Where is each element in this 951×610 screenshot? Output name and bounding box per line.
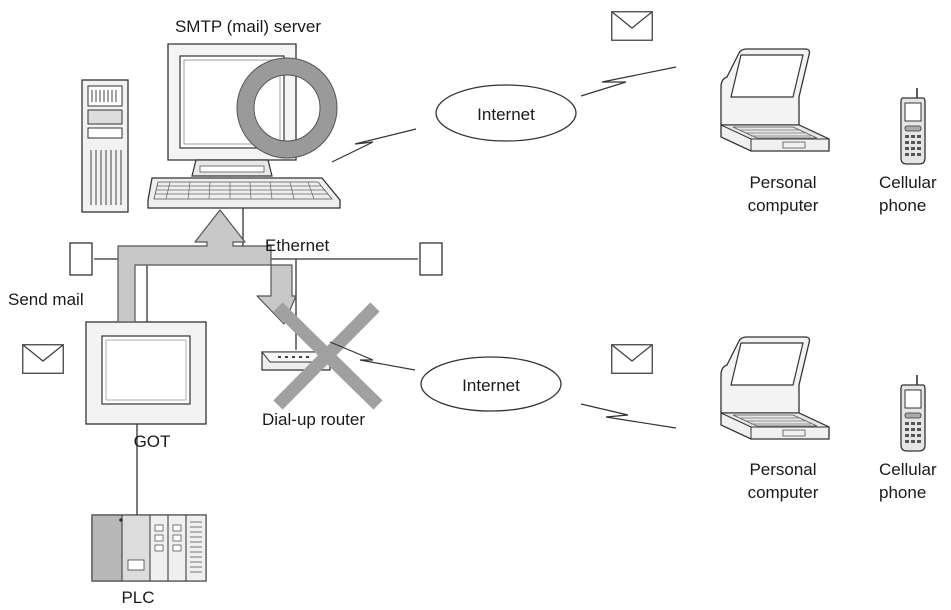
- got-label: GOT: [134, 432, 171, 451]
- dialup-router-icon: [260, 351, 332, 371]
- keyboard-icon: [147, 177, 341, 209]
- plc-label: PLC: [121, 588, 154, 607]
- phone-bottom-label-line2: phone: [879, 483, 926, 502]
- link-server-internet: [331, 128, 417, 163]
- laptop-icon: [720, 48, 830, 152]
- send-mail-arrow: [117, 209, 297, 325]
- link-internet-pc-top: [580, 66, 677, 97]
- got-panel-icon: [85, 321, 207, 425]
- pc-bottom-label-line1: Personal: [749, 460, 816, 479]
- disabled-cross-icon: [273, 302, 383, 410]
- ethernet-terminator-right: [419, 242, 443, 276]
- envelope-icon: [22, 344, 64, 374]
- ethernet-label: Ethernet: [265, 236, 330, 255]
- laptop-icon: [720, 336, 830, 440]
- pc-top-label-line2: computer: [748, 196, 819, 215]
- phone-top-label-line1: Cellular: [879, 173, 937, 192]
- link-internet-pc-bottom: [580, 403, 677, 429]
- dialup-router-label: Dial-up router: [262, 410, 365, 429]
- smtp-server-label: SMTP (mail) server: [175, 17, 321, 36]
- send-mail-label: Send mail: [8, 290, 84, 309]
- cellular-phone-icon: [900, 87, 926, 165]
- internet-top-ellipse: [435, 84, 577, 142]
- plc-icon: [91, 514, 207, 582]
- server-tower-icon: [81, 79, 129, 213]
- phone-bottom-label-line1: Cellular: [879, 460, 937, 479]
- mail-ring-icon: [236, 57, 338, 159]
- pc-top-label-line1: Personal: [749, 173, 816, 192]
- internet-bottom-label: Internet: [462, 376, 520, 395]
- link-router-internet: [329, 341, 416, 371]
- phone-top-label-line2: phone: [879, 196, 926, 215]
- envelope-icon: [611, 11, 653, 41]
- pc-bottom-label-line2: computer: [748, 483, 819, 502]
- cellular-phone-icon: [900, 374, 926, 452]
- internet-top-label: Internet: [477, 105, 535, 124]
- lightning-link-icon: [329, 66, 677, 429]
- envelope-icon: [611, 344, 653, 374]
- internet-bottom-ellipse: [420, 356, 562, 412]
- ethernet-terminator-left: [69, 242, 93, 276]
